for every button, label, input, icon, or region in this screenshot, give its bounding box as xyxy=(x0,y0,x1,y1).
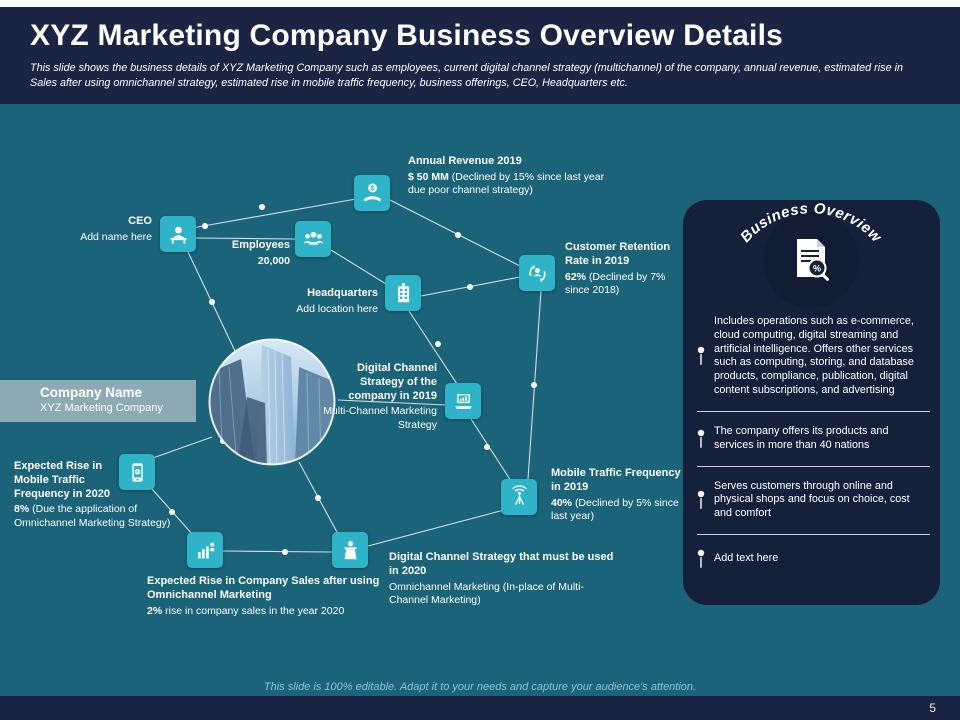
sales-rise-value: 2% rise in company sales in the year 202… xyxy=(147,604,345,617)
podium-icon xyxy=(344,540,356,559)
customer-retention-label: Customer Retention Rate in 2019 62% (Dec… xyxy=(565,241,690,297)
employees-label: Employees 20,000 xyxy=(205,239,290,268)
mobile-rise-label: Expected Rise in Mobile Traffic Frequenc… xyxy=(14,460,189,530)
mobile-rise-node xyxy=(119,454,155,490)
panel-item-text: The company offers its products and serv… xyxy=(714,424,889,451)
pin-icon xyxy=(697,429,705,448)
editable-note: This slide is 100% editable. Adapt it to… xyxy=(263,681,697,693)
building-icon xyxy=(397,282,409,302)
annual-revenue-label: Annual Revenue 2019 $ 50 MM (Declined by… xyxy=(408,155,623,198)
panel-arched-title: Business Overview xyxy=(737,200,885,246)
strategy-2020-node xyxy=(332,532,368,568)
headquarters-node xyxy=(385,275,421,311)
headquarters-label: Headquarters Add location here xyxy=(268,287,378,316)
mobile-traffic-2019-label: Mobile Traffic Frequency in 2019 40% (De… xyxy=(551,467,686,523)
panel-item-nations: The company offers its products and serv… xyxy=(697,412,930,467)
pin-icon xyxy=(697,549,705,568)
panel-item-text: Includes operations such as e-commerce, … xyxy=(714,315,914,397)
employees-icon xyxy=(303,231,323,245)
strategy-2020-value: Omnichannel Marketing (In-place of Multi… xyxy=(389,580,584,606)
svg-text:$: $ xyxy=(370,184,374,192)
employees-title: Employees xyxy=(231,239,290,251)
mobile-traffic-2019-node xyxy=(501,479,537,515)
annual-revenue-title: Annual Revenue 2019 xyxy=(408,155,522,167)
company-name-label: Company Name xyxy=(40,385,143,400)
panel-item-add-text: Add text here xyxy=(697,535,930,583)
digital-strategy-2019-value: Multi-Channel Marketing Strategy xyxy=(323,405,437,431)
company-name-band: Company Name XYZ Marketing Company xyxy=(0,380,196,422)
sales-rise-node xyxy=(187,532,223,568)
ceo-node xyxy=(160,216,196,252)
slide-header: XYZ Marketing Company Business Overview … xyxy=(0,7,960,104)
slide-bottom-bar: 5 xyxy=(0,696,960,720)
ceo-label: CEO Add name here xyxy=(40,215,152,244)
laptop-icon xyxy=(454,393,472,409)
svg-text:%: % xyxy=(813,264,821,274)
strategy-2020-title: Digital Channel Strategy that must be us… xyxy=(389,551,614,577)
retention-arrows-icon xyxy=(528,264,546,282)
ceo-value: Add name here xyxy=(80,230,152,243)
panel-items: Includes operations such as e-commerce, … xyxy=(697,302,930,583)
customer-retention-node xyxy=(519,255,555,291)
customer-retention-title: Customer Retention Rate in 2019 xyxy=(565,241,671,267)
ceo-icon xyxy=(170,226,186,244)
page-number: 5 xyxy=(929,701,936,715)
mobile-traffic-2019-title: Mobile Traffic Frequency in 2019 xyxy=(551,467,681,493)
annual-revenue-value: $ 50 MM (Declined by 15% since last year… xyxy=(408,170,605,197)
svg-text:Business Overview: Business Overview xyxy=(737,200,885,246)
digital-strategy-2019-title: Digital Channel Strategy of the company … xyxy=(348,362,437,402)
employees-node xyxy=(295,221,331,257)
headquarters-title: Headquarters xyxy=(307,287,378,299)
mobile-traffic-2019-value: 40% (Declined by 5% since last year) xyxy=(551,496,679,522)
revenue-hand-icon: $ xyxy=(363,182,381,201)
document-search-icon: % xyxy=(797,239,829,281)
sales-rise-title: Expected Rise in Company Sales after usi… xyxy=(147,575,380,601)
panel-item-text: Serves customers through online and phys… xyxy=(714,479,910,520)
panel-item-text: Add text here xyxy=(714,552,779,565)
smartphone-gear-icon xyxy=(131,462,143,482)
digital-strategy-2019-label: Digital Channel Strategy of the company … xyxy=(322,362,437,432)
panel-item-shops: Serves customers through online and phys… xyxy=(697,467,930,535)
ceo-title: CEO xyxy=(128,215,152,227)
annual-revenue-node: $ xyxy=(354,175,390,211)
employees-value: 20,000 xyxy=(257,254,290,267)
pin-icon xyxy=(697,347,705,366)
mobile-rise-value: 8% (Due the application of Omnichannel M… xyxy=(14,503,171,529)
page-title: XYZ Marketing Company Business Overview … xyxy=(30,19,783,52)
strategy-2020-label: Digital Channel Strategy that must be us… xyxy=(389,551,614,607)
business-overview-panel: % Business Overview Includes operations … xyxy=(683,200,940,605)
mobile-rise-title: Expected Rise in Mobile Traffic Frequenc… xyxy=(14,460,110,500)
company-name-value: XYZ Marketing Company xyxy=(40,402,163,414)
slide-subtitle: This slide shows the business details of… xyxy=(30,62,903,89)
digital-strategy-2019-node xyxy=(445,383,481,419)
company-photo xyxy=(207,337,337,467)
skyscrapers-image xyxy=(208,338,336,466)
panel-item-operations: Includes operations such as e-commerce, … xyxy=(697,302,930,412)
business-overview-badge: % xyxy=(763,212,859,308)
sales-rise-label: Expected Rise in Company Sales after usi… xyxy=(147,575,387,618)
headquarters-value: Add location here xyxy=(296,302,378,315)
slide-top-margin xyxy=(0,0,960,7)
pin-icon xyxy=(697,491,705,510)
customer-retention-value: 62% (Declined by 7% since 2018) xyxy=(565,270,666,296)
growth-chart-icon xyxy=(197,541,214,558)
antenna-icon xyxy=(511,484,527,505)
